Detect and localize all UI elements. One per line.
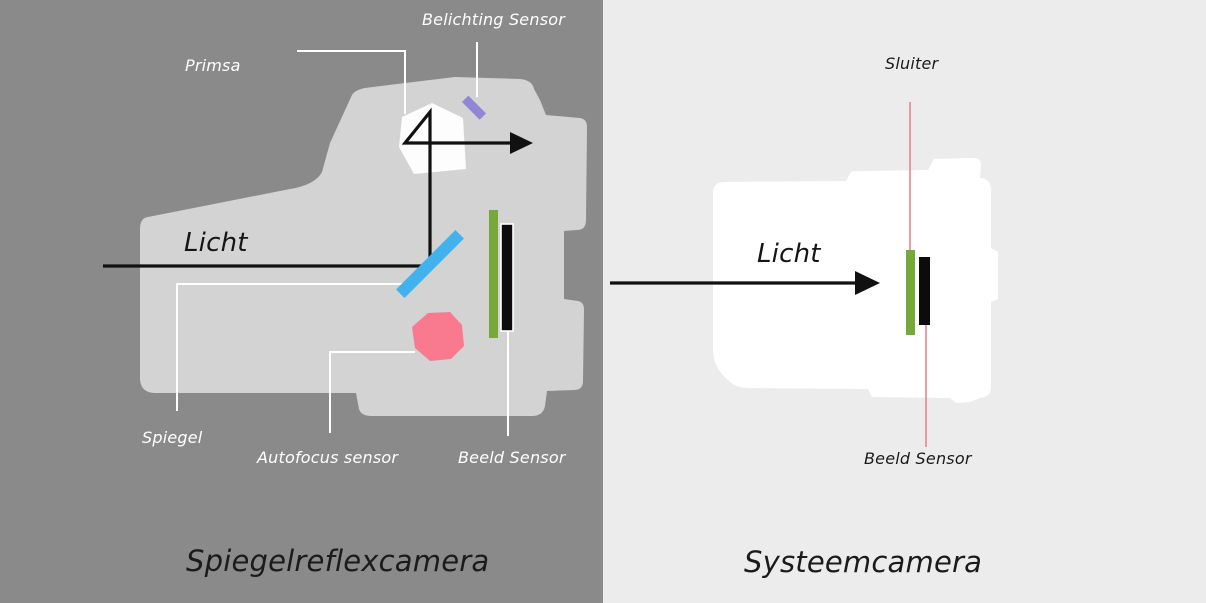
- mirrorless-title: Systeemcamera: [744, 545, 983, 579]
- spiegel-label: Spiegel: [142, 428, 203, 447]
- beeld-sensor-left-shape: [500, 223, 514, 332]
- beeld-sensor-right-shape: [919, 257, 930, 325]
- licht-left-label: Licht: [184, 228, 248, 258]
- dslr-title: Spiegelreflexcamera: [186, 544, 490, 578]
- light-path-left-arrowhead: [510, 132, 533, 154]
- shutter-left-shape: [489, 210, 498, 338]
- pentaprism-shape: [399, 103, 466, 174]
- autofocus-sensor-shape: [412, 312, 464, 361]
- spiegel-leader-line: [176, 283, 405, 411]
- light-path-left: [103, 107, 512, 268]
- spiegel-mirror-shape: [396, 230, 464, 298]
- shutter-right-shape: [906, 250, 915, 335]
- beeld-sensor-right-label: Beeld Sensor: [864, 449, 972, 468]
- beeld-sensor-left-label: Beeld Sensor: [458, 448, 566, 467]
- light-path-right-arrowhead: [855, 271, 880, 295]
- belichting-sensor-label: Belichting Sensor: [422, 10, 565, 29]
- prisma-label: Primsa: [185, 56, 241, 75]
- sluiter-label: Sluiter: [885, 54, 939, 73]
- autofocus-sensor-label: Autofocus sensor: [257, 448, 399, 467]
- belichting-sensor-shape: [461, 95, 487, 120]
- prisma-leader-line: [297, 50, 406, 114]
- autofocus-leader-line: [329, 351, 415, 433]
- licht-right-label: Licht: [757, 239, 821, 269]
- dslr-body-silhouette: [140, 77, 587, 416]
